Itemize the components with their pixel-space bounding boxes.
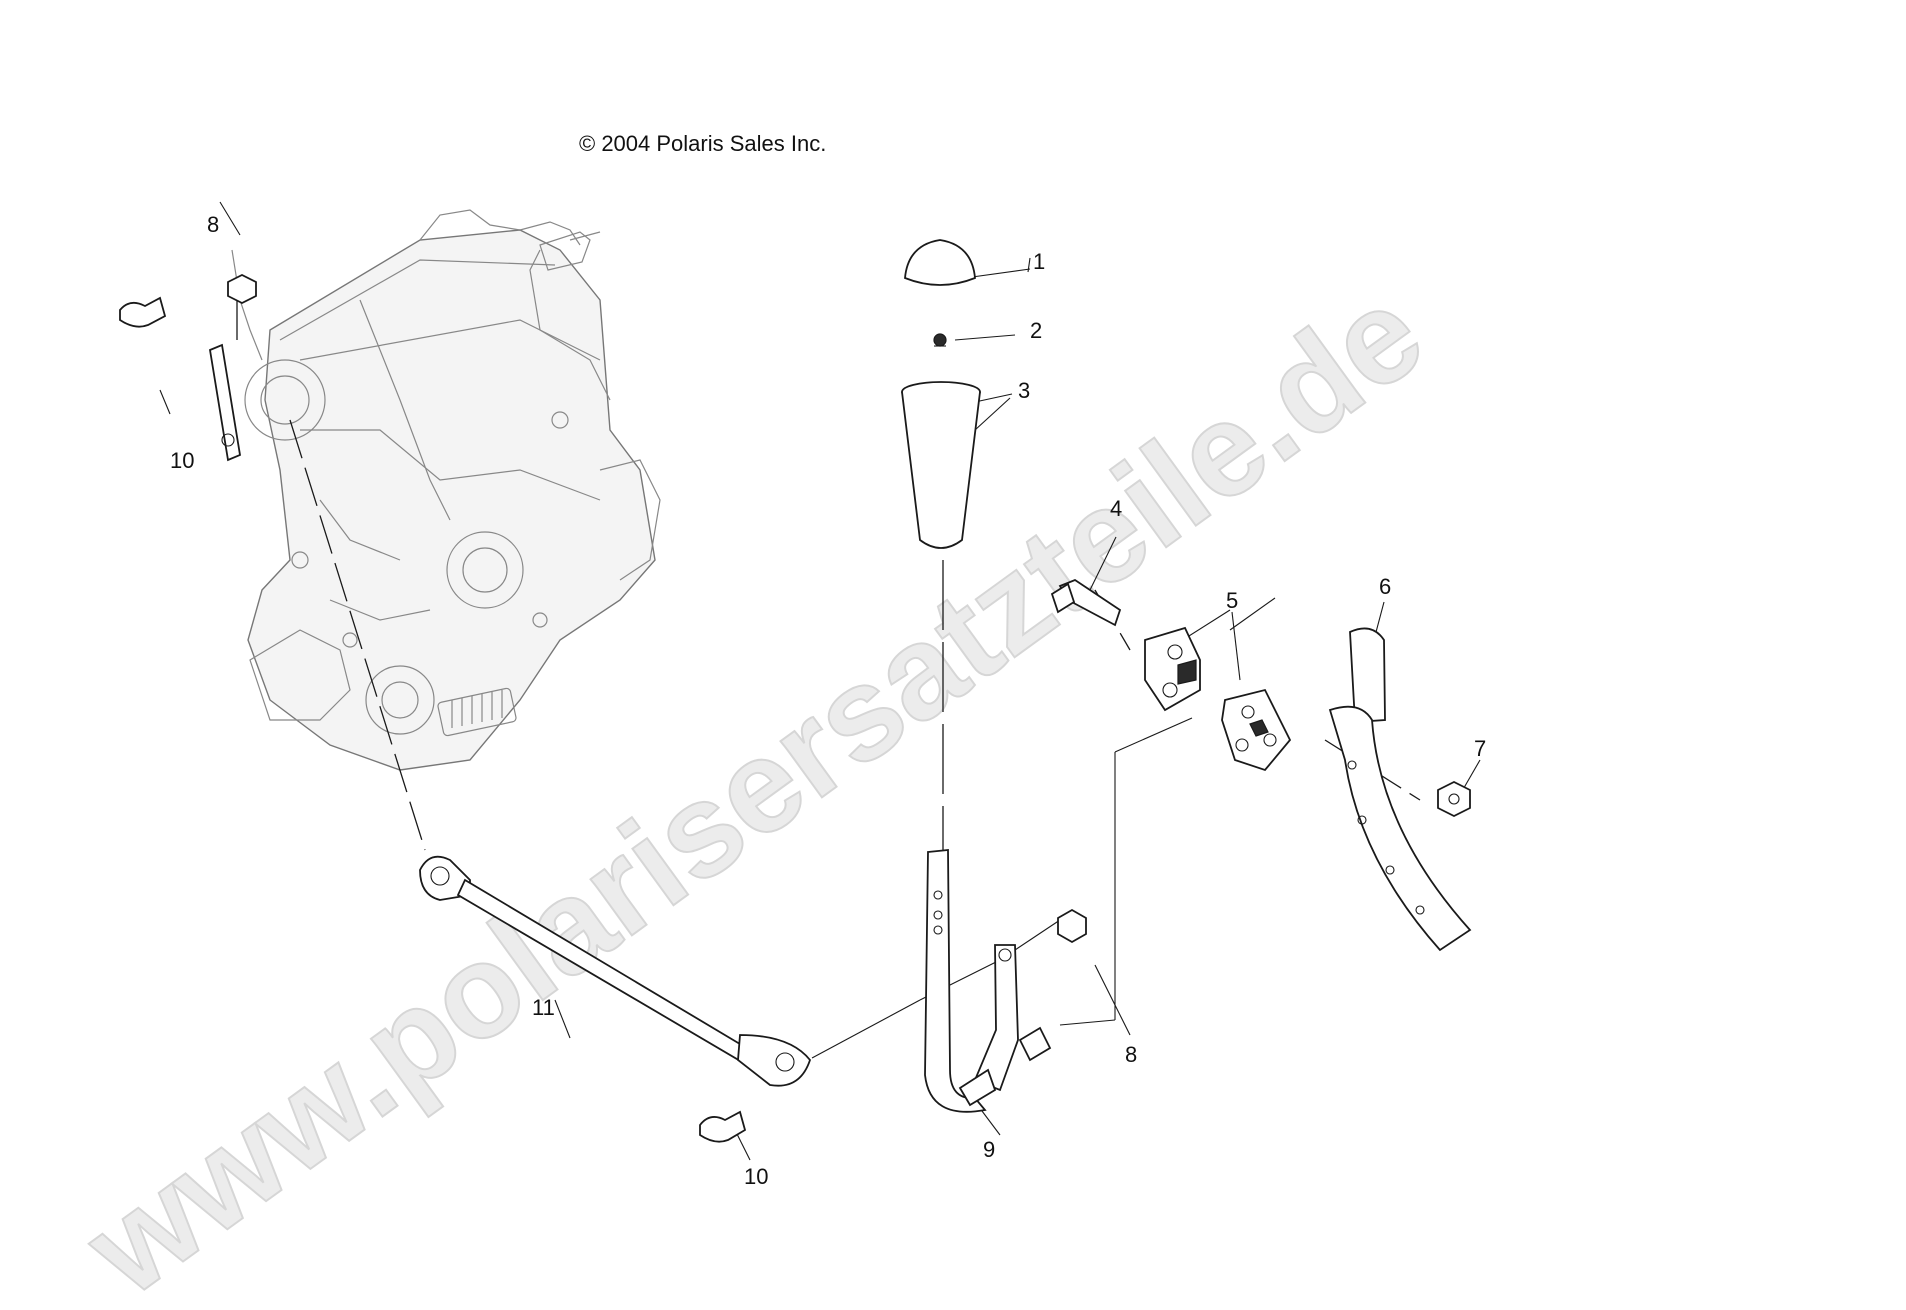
part-5-bushing-lower xyxy=(1221,688,1292,772)
callout-4: 4 xyxy=(1110,496,1122,521)
part-8-nut-upper xyxy=(227,273,257,305)
part-1-knob-cap xyxy=(904,239,976,286)
callout-1: 1 xyxy=(1033,249,1045,274)
callout-10-left: 10 xyxy=(170,448,194,473)
callout-9: 9 xyxy=(983,1137,995,1162)
part-3-shift-knob xyxy=(901,381,981,549)
callout-2: 2 xyxy=(1030,318,1042,343)
transmission-shift-arm xyxy=(208,343,242,462)
callout-labels: 1 2 3 4 5 6 7 8 8 9 10 10 11 xyxy=(170,212,1486,1189)
part-4-bolt xyxy=(1050,578,1122,627)
transmission-illustration xyxy=(231,209,661,771)
copyright-notice: © 2004 Polaris Sales Inc. xyxy=(579,131,827,156)
callout-7: 7 xyxy=(1474,736,1486,761)
part-8-nut-lower xyxy=(1057,908,1087,944)
part-7-nut xyxy=(1437,780,1471,818)
callout-6: 6 xyxy=(1379,574,1391,599)
part-2-nut xyxy=(933,333,947,347)
callout-3: 3 xyxy=(1018,378,1030,403)
part-10-bolt-lower xyxy=(699,1110,747,1143)
callout-11: 11 xyxy=(532,995,555,1020)
part-5-bushing-upper xyxy=(1144,626,1201,712)
part-6-bracket xyxy=(1328,627,1472,952)
callout-10-lower: 10 xyxy=(744,1164,768,1189)
part-10-bolt-left xyxy=(119,296,167,328)
callout-8-upper: 8 xyxy=(207,212,219,237)
part-9-shift-lever xyxy=(924,849,1052,1113)
part-11-linkage-rod xyxy=(419,855,812,1087)
callout-5: 5 xyxy=(1226,588,1238,613)
callout-8-lower: 8 xyxy=(1125,1042,1137,1067)
